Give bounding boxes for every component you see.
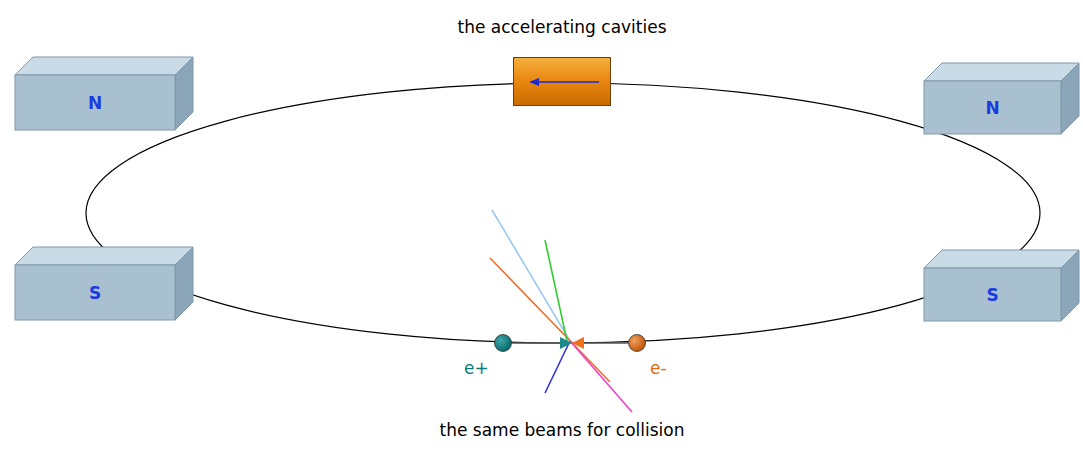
particle-bunch: e- bbox=[628, 334, 646, 352]
track bbox=[545, 341, 570, 393]
magnet-block: N bbox=[15, 57, 193, 130]
track bbox=[545, 240, 567, 341]
field-arrowhead bbox=[529, 78, 539, 86]
track bbox=[492, 210, 570, 341]
magnet-outline bbox=[924, 63, 1079, 134]
electron-beam-head bbox=[572, 337, 584, 349]
magnet-outline bbox=[15, 57, 193, 130]
storage-ring bbox=[86, 83, 1040, 343]
particle-bunch: e+ bbox=[494, 334, 512, 352]
particle-outline bbox=[628, 334, 646, 352]
particle-outline bbox=[494, 334, 512, 352]
pole-label: S bbox=[924, 268, 1061, 321]
beam-line bbox=[512, 342, 562, 344]
magnet-block: S bbox=[924, 250, 1079, 321]
magnet-front-face bbox=[924, 81, 1061, 134]
magnet-block: S bbox=[15, 247, 193, 320]
magnet-front-face bbox=[924, 268, 1061, 321]
pole-label: N bbox=[924, 81, 1061, 134]
magnet-block: N bbox=[924, 63, 1079, 134]
caption-note: the same beams for collision bbox=[440, 420, 685, 440]
magnet-top-face bbox=[15, 57, 193, 75]
beam-line bbox=[580, 342, 628, 344]
collision-tracks bbox=[490, 210, 632, 412]
particle-dot bbox=[495, 335, 512, 352]
particle-label: e- bbox=[650, 358, 667, 378]
magnet-top-face bbox=[924, 250, 1079, 268]
magnet-side-face bbox=[175, 247, 193, 320]
track bbox=[570, 341, 632, 412]
track bbox=[490, 258, 610, 382]
pole-label: N bbox=[15, 75, 175, 130]
magnet-front-face bbox=[15, 265, 175, 320]
field-arrow bbox=[535, 81, 599, 83]
magnet-outline bbox=[924, 250, 1079, 321]
pole-label: S bbox=[15, 265, 175, 320]
cavity-body bbox=[514, 58, 611, 106]
magnet-side-face bbox=[175, 57, 193, 130]
cavity-outline bbox=[513, 57, 611, 106]
particle-dot bbox=[629, 335, 646, 352]
magnet-front-face bbox=[15, 75, 175, 130]
particle-label: e+ bbox=[464, 358, 489, 378]
positron-beam-head bbox=[560, 337, 572, 349]
magnet-outline bbox=[15, 247, 193, 320]
magnet-top-face bbox=[15, 247, 193, 265]
magnet-top-face bbox=[924, 63, 1079, 81]
accelerating-cavity: the accelerating cavities bbox=[513, 57, 611, 106]
cavity-label: the accelerating cavities bbox=[457, 17, 666, 37]
magnet-side-face bbox=[1061, 250, 1079, 321]
magnet-side-face bbox=[1061, 63, 1079, 134]
